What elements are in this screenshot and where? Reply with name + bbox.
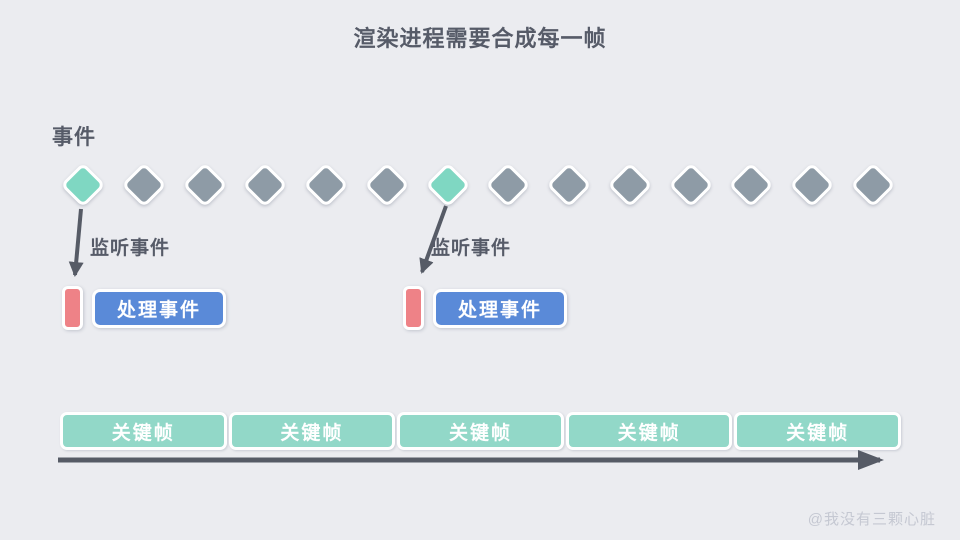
listener-group-1: 监听事件 处理事件: [62, 233, 302, 330]
keyframe-block: 关键帧: [60, 412, 227, 450]
event-diamond: [668, 162, 714, 208]
handle-event-button: 处理事件: [433, 288, 567, 328]
event-diamond: [485, 162, 531, 208]
event-diamond: [364, 162, 410, 208]
listen-event-label: 监听事件: [431, 238, 512, 259]
event-diamond: [850, 162, 896, 208]
event-diamond: [181, 162, 228, 208]
listener-row: 处理事件: [62, 286, 226, 330]
watermark: @我没有三颗心脏: [807, 511, 936, 528]
event-diamond-row: [60, 162, 896, 208]
events-track-label: 事件: [52, 126, 96, 149]
event-diamond: [546, 162, 592, 208]
keyframe-row: 关键帧关键帧关键帧关键帧关键帧: [60, 412, 901, 450]
event-diamond: [607, 162, 653, 208]
handle-event-button: 处理事件: [92, 288, 226, 328]
event-diamond: [121, 162, 167, 208]
event-diamond: [789, 162, 835, 208]
page-title: 渲染进程需要合成每一帧: [353, 26, 607, 51]
keyframe-block: 关键帧: [397, 412, 564, 450]
keyframe-block: 关键帧: [228, 412, 396, 450]
keyframe-block: 关键帧: [565, 412, 733, 450]
event-diamond: [303, 162, 349, 208]
keyframe-block: 关键帧: [734, 412, 901, 450]
listener-row: 处理事件: [403, 286, 567, 330]
listener-group-2: 监听事件 处理事件: [403, 233, 643, 330]
event-chip: [403, 286, 424, 330]
event-diamond: [242, 162, 288, 208]
event-diamond-highlighted: [60, 162, 106, 208]
event-chip: [62, 286, 83, 330]
listen-event-label: 监听事件: [90, 238, 171, 259]
event-diamond-highlighted: [424, 162, 471, 208]
event-diamond: [728, 162, 775, 208]
